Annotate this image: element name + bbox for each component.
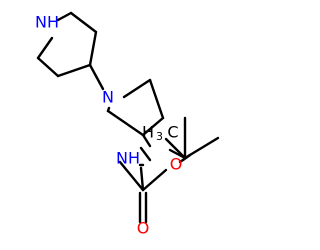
molecule-structure-diagram: NH N H 3 C NH O O — [35, 11, 220, 238]
atom-ch3-c: C — [167, 123, 178, 142]
bond-to-nh-carbamate — [139, 146, 152, 162]
bond-c4-n-pyrrolidine — [88, 63, 105, 91]
bond-c6-nh — [56, 11, 73, 22]
tert-butyl-group — [164, 116, 220, 160]
bond-c3-c4 — [56, 63, 92, 78]
bond-cd-n — [106, 106, 111, 113]
atom-nh-carbamate: NH — [116, 149, 140, 168]
bond-ca-cb — [148, 78, 165, 120]
bond-carbonyl-c-o-ester — [141, 168, 168, 192]
pyrrolidine-ring — [106, 78, 165, 137]
bond-cb-cc — [141, 116, 165, 137]
bond-cq-me-left — [164, 137, 187, 160]
bond-c4-c5 — [88, 30, 98, 67]
bond-nh-to-carbonyl — [139, 166, 145, 192]
piperidine-ring — [36, 11, 98, 78]
bond-nh-c-carbamate — [118, 160, 145, 192]
atom-ch3-subscript: 3 — [156, 130, 163, 143]
bond-n-ca — [122, 78, 152, 99]
atom-o-ester: O — [170, 155, 183, 174]
atom-nh-piperidine: NH — [35, 13, 59, 32]
atom-n-pyrrolidine: N — [102, 88, 114, 107]
bond-cc-cd — [106, 109, 145, 137]
atom-ch3-h: H — [142, 123, 154, 142]
bond-cc-nh-carbamate — [141, 133, 152, 148]
atom-o-carbonyl: O — [137, 219, 150, 238]
bond-cq-me-right — [183, 136, 220, 160]
bond-c2-c3 — [36, 56, 60, 78]
bond-nh-c2 — [36, 36, 54, 60]
bond-c5-c6 — [69, 11, 98, 34]
bond-cq-me-down — [168, 148, 187, 160]
